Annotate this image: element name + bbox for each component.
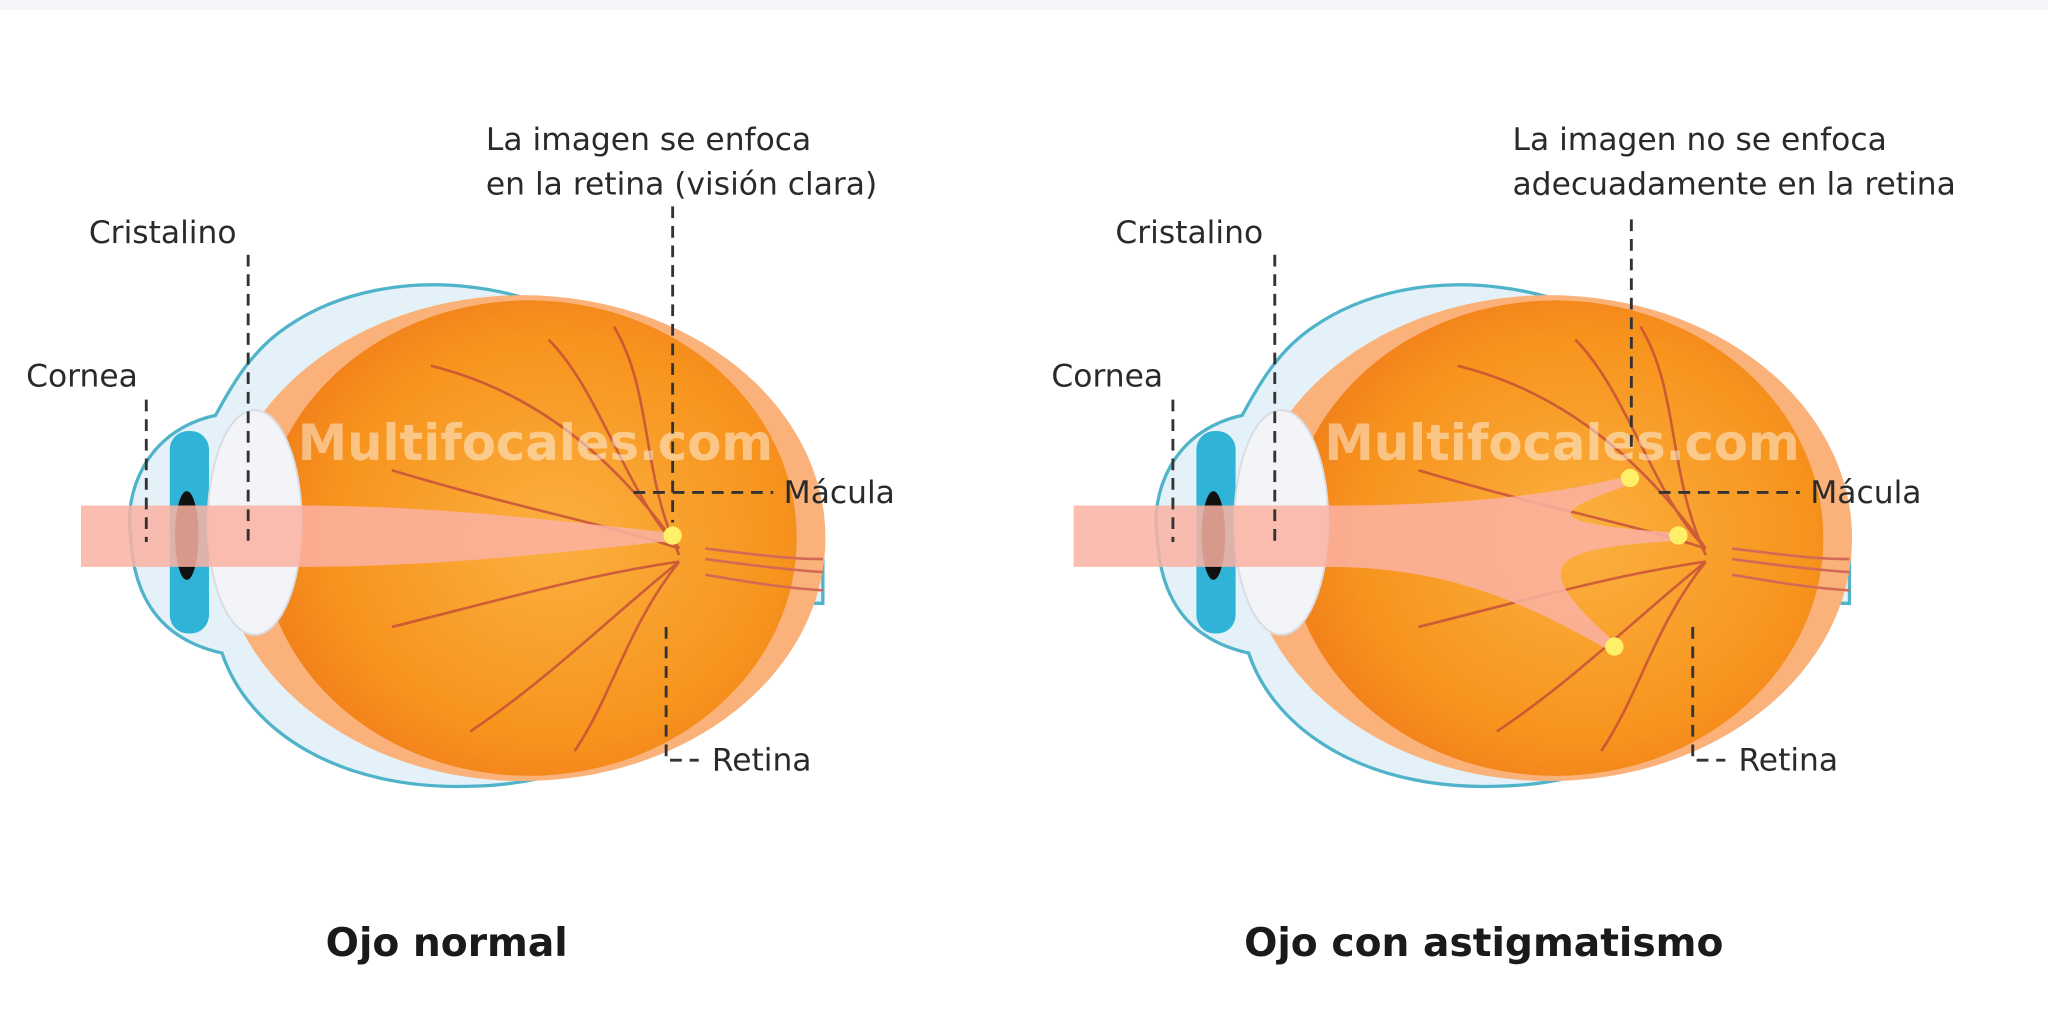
focus-point-1 — [1620, 468, 1640, 488]
top-strip — [0, 0, 2048, 10]
watermark-logo: Multifocales.com — [298, 414, 773, 472]
light-beam — [80, 505, 673, 567]
title-normal-eye: Ojo normal — [326, 921, 568, 966]
focus-point-2 — [1669, 526, 1688, 545]
focus-point-3 — [1605, 637, 1624, 656]
label-focus-line2: en la retina (visión clara) — [486, 167, 877, 203]
label-focus-line1: La imagen no se enfoca — [1512, 122, 1886, 158]
light-beam-split — [1073, 475, 1679, 651]
normal-eye-illustration: Multifocales.com — [80, 283, 828, 789]
label-focus-line2: adecuadamente en la retina — [1512, 167, 1955, 203]
label-cristalino: Cristalino — [1115, 215, 1263, 251]
focus-point — [663, 526, 682, 545]
label-focus-line1: La imagen se enfoca — [486, 122, 811, 158]
label-macula: Mácula — [784, 475, 895, 511]
label-cristalino: Cristalino — [89, 215, 237, 251]
label-cornea: Cornea — [26, 359, 138, 395]
label-retina: Retina — [1738, 743, 1838, 779]
label-cornea: Cornea — [1051, 359, 1163, 395]
label-macula: Mácula — [1810, 475, 1921, 511]
astigmatism-eye-illustration: Multifocales.com — [1073, 283, 1854, 789]
watermark-logo: Multifocales.com — [1324, 414, 1799, 472]
label-retina: Retina — [712, 743, 812, 779]
title-astigmatism-eye: Ojo con astigmatismo — [1244, 921, 1723, 966]
